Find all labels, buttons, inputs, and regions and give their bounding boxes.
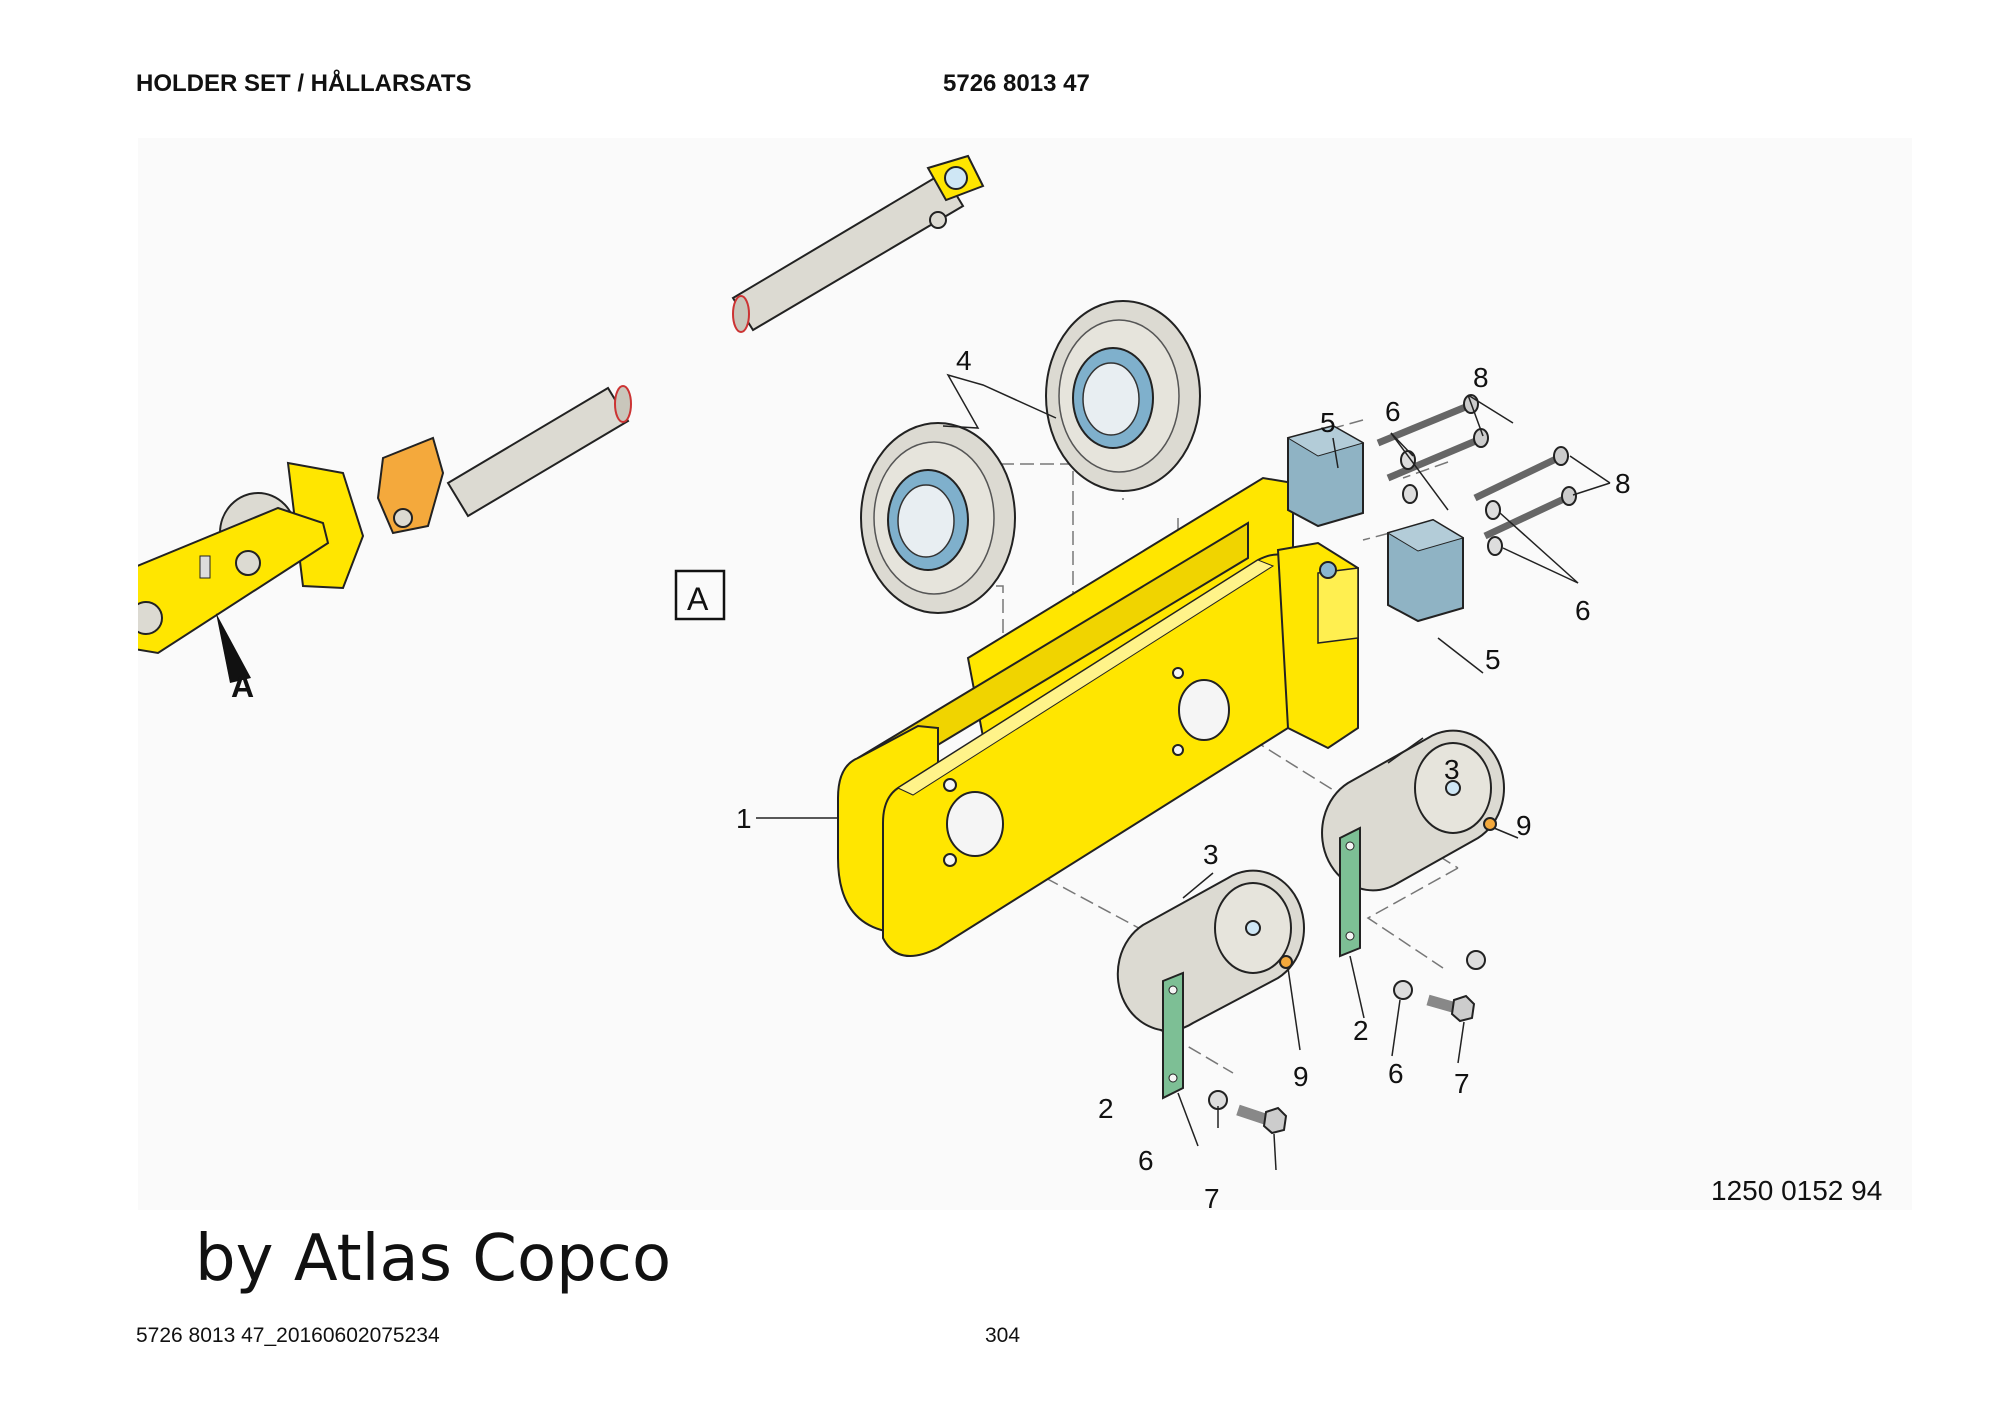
grease-nipple-part-9 — [1279, 817, 1497, 969]
parts-drawing: A A — [107, 138, 1912, 1214]
callout-8b: 8 — [1615, 468, 1631, 499]
overview-assembly: A — [107, 154, 985, 704]
footer-page-number: 304 — [985, 1324, 1021, 1347]
callout-6a: 6 — [1385, 396, 1401, 427]
callouts: 1 2 2 3 3 4 5 5 6 6 6 6 7 7 8 8 9 9 — [736, 345, 1631, 1214]
callout-5b: 5 — [1485, 644, 1501, 675]
block-part-5 — [1286, 424, 1465, 623]
pin-part-3 — [1116, 729, 1505, 1032]
bolts-part-7 — [1236, 994, 1476, 1135]
callout-6c: 6 — [1138, 1145, 1154, 1176]
footer-doc-id: 5726 8013 47_20160602075234 — [136, 1324, 440, 1347]
callout-6d: 6 — [1388, 1058, 1404, 1089]
watermark: by Atlas Copco — [195, 1222, 672, 1296]
callout-2b: 2 — [1353, 1015, 1369, 1046]
callout-8a: 8 — [1473, 362, 1489, 393]
plate-part-2 — [1162, 826, 1361, 1100]
callout-5a: 5 — [1320, 407, 1336, 438]
callout-3a: 3 — [1203, 839, 1219, 870]
callout-7b: 7 — [1454, 1068, 1470, 1099]
roller-part-4 — [860, 300, 1201, 614]
callout-2a: 2 — [1098, 1093, 1114, 1124]
callout-3b: 3 — [1444, 754, 1460, 785]
view-label-box — [674, 569, 726, 621]
callout-1: 1 — [736, 803, 752, 834]
bracket-part-1 — [837, 476, 1359, 957]
leader-lines — [756, 373, 1611, 1171]
header-part-number: 5726 8013 47 — [943, 70, 1090, 97]
callout-9b: 9 — [1516, 810, 1532, 841]
detail-arrow-label: A — [231, 668, 254, 704]
callout-7a: 7 — [1204, 1183, 1220, 1210]
header-title: HOLDER SET / HÅLLARSATS — [136, 70, 472, 97]
callout-9a: 9 — [1293, 1061, 1309, 1092]
callout-4: 4 — [956, 345, 972, 376]
drawing-number: 1250 0152 94 — [1711, 1175, 1882, 1206]
washers-part-6 — [1208, 450, 1503, 1110]
view-label: A — [687, 581, 709, 617]
callout-6b: 6 — [1575, 595, 1591, 626]
